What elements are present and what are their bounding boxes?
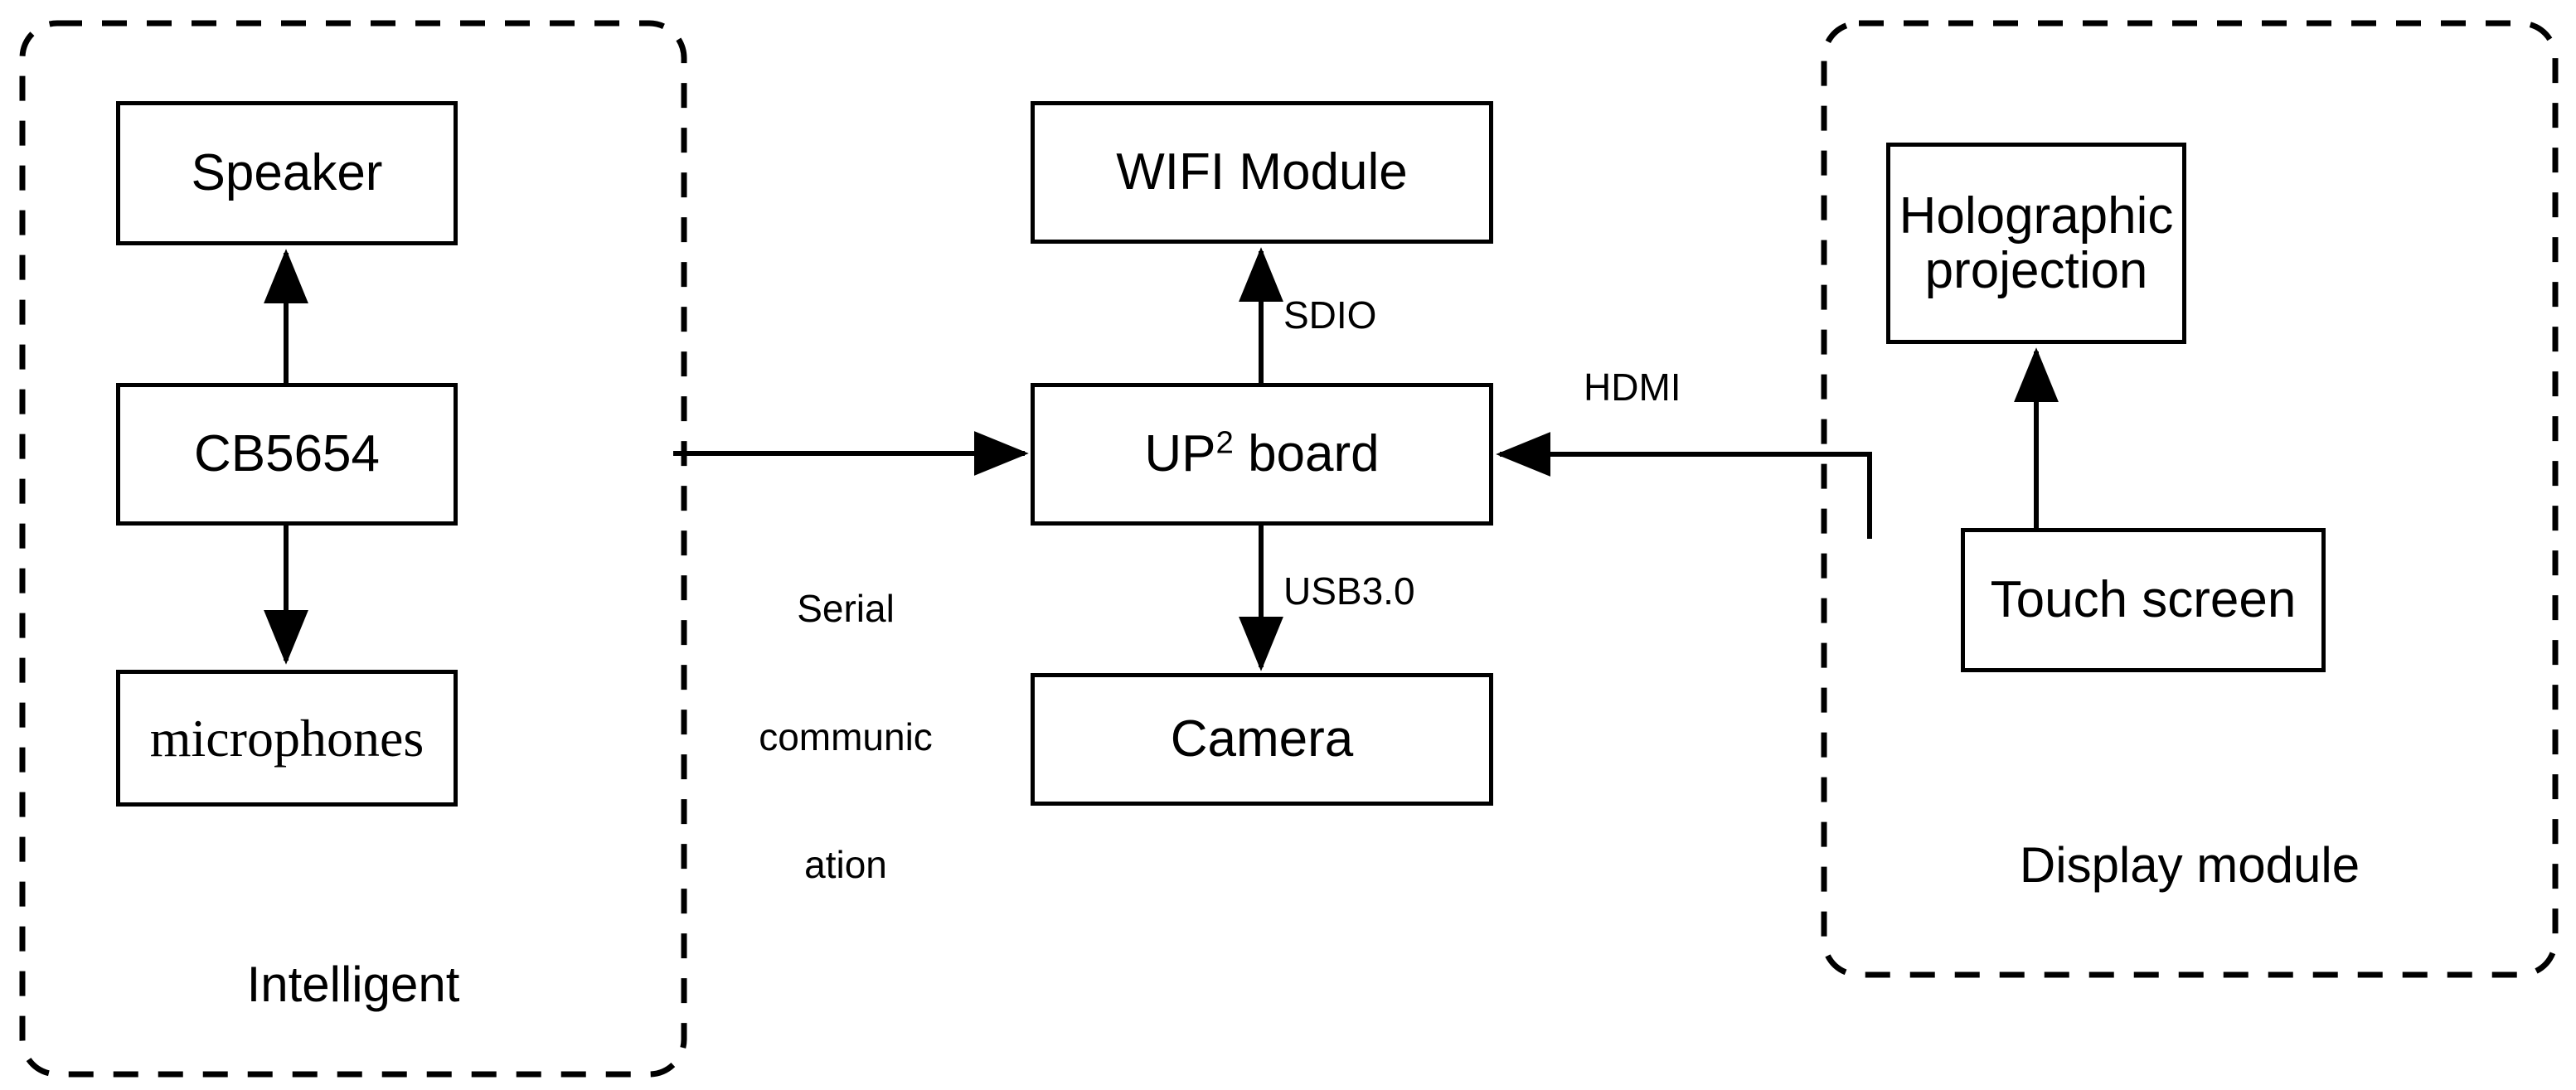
edge-label-serial-line-2: communic: [759, 715, 933, 758]
node-up2-board-label: UP2 board: [1144, 427, 1379, 482]
node-up2-board-label-superscript: 2: [1215, 424, 1234, 461]
group-label-speech-line-1: Intelligent: [246, 957, 460, 1013]
node-wifi-module[interactable]: WIFI Module: [1031, 101, 1493, 244]
node-wifi-module-label: WIFI Module: [1116, 143, 1408, 201]
node-camera[interactable]: Camera: [1031, 673, 1493, 806]
group-border-intelligent-speech-module: [19, 20, 687, 1078]
node-microphones[interactable]: microphones: [116, 670, 458, 807]
node-holographic-projection-label: Holographic projection: [1899, 187, 2174, 299]
node-cb5654[interactable]: CB5654: [116, 383, 458, 526]
edge-label-serial-communication: Serial communic ation: [709, 502, 982, 972]
node-camera-label: Camera: [1170, 710, 1354, 768]
connector-display-module-to-up2-board: [1496, 432, 1872, 539]
edge-label-sdio: SDIO: [1283, 293, 1377, 337]
edge-label-serial-line-3: ation: [804, 843, 887, 887]
node-up2-board[interactable]: UP2 board: [1031, 383, 1493, 526]
edge-label-serial-line-1: Serial: [797, 587, 895, 631]
node-touch-screen[interactable]: Touch screen: [1961, 528, 2326, 672]
node-touch-screen-label: Touch screen: [1990, 571, 2297, 629]
group-border-display-module: [1821, 20, 2559, 978]
node-speaker-label: Speaker: [191, 144, 383, 202]
group-label-intelligent-speech-module: Intelligent speech module: [33, 845, 673, 1090]
node-holographic-projection[interactable]: Holographic projection: [1886, 143, 2186, 344]
edge-label-hdmi: HDMI: [1584, 366, 1681, 409]
node-speaker[interactable]: Speaker: [116, 101, 458, 245]
node-up2-board-label-suffix: board: [1233, 425, 1380, 483]
node-cb5654-label: CB5654: [193, 425, 381, 483]
node-microphones-label: microphones: [149, 708, 424, 768]
node-up2-board-label-prefix: UP: [1144, 425, 1216, 483]
edge-label-usb30: USB3.0: [1283, 569, 1415, 613]
group-label-display-module: Display module: [2019, 837, 2360, 893]
